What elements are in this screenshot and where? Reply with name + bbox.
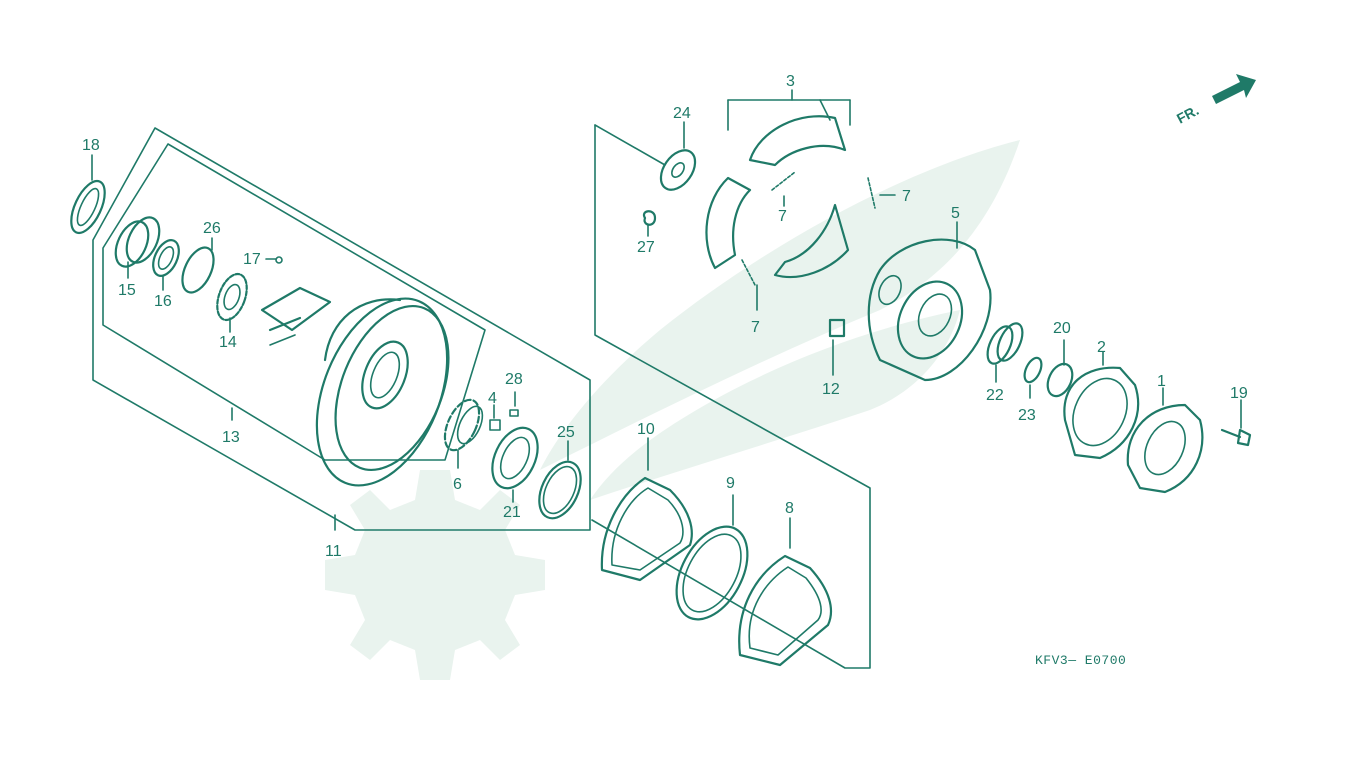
part-9-gasket bbox=[675, 494, 749, 621]
part-26-snap-ring bbox=[181, 237, 215, 294]
callout-15: 15 bbox=[118, 282, 136, 299]
part-12-nut bbox=[828, 318, 846, 376]
part-5-drive-plate bbox=[867, 221, 992, 382]
part-27-clip bbox=[642, 210, 657, 237]
part-2-gasket bbox=[1063, 351, 1140, 460]
callout-19: 19 bbox=[1230, 385, 1248, 402]
part-16-bearing bbox=[152, 239, 180, 291]
callout-24: 24 bbox=[673, 105, 691, 122]
part-20-nut bbox=[1046, 339, 1074, 398]
part-8-gasket bbox=[738, 517, 832, 667]
callout-8: 8 bbox=[785, 500, 794, 517]
callout-23: 23 bbox=[1018, 407, 1036, 424]
part-24-washer bbox=[659, 121, 697, 191]
callout-27: 27 bbox=[637, 239, 655, 256]
part-17-pin bbox=[265, 256, 283, 264]
callout-2: 2 bbox=[1097, 339, 1106, 356]
part-22-collar bbox=[986, 322, 1024, 383]
callout-20: 20 bbox=[1053, 320, 1071, 337]
part-25-snap-ring bbox=[538, 440, 582, 520]
callout-13: 13 bbox=[222, 429, 240, 446]
callout-7-center: 7 bbox=[778, 208, 787, 225]
part-15-bearing bbox=[114, 216, 161, 279]
part-6-one-way-clutch bbox=[443, 398, 484, 469]
callout-5: 5 bbox=[951, 205, 960, 222]
callout-9: 9 bbox=[726, 475, 735, 492]
callout-26: 26 bbox=[203, 220, 221, 237]
part-14-gear bbox=[216, 272, 248, 333]
callout-17: 17 bbox=[243, 251, 261, 268]
callout-10: 10 bbox=[637, 421, 655, 438]
callout-4: 4 bbox=[488, 390, 497, 407]
diagram-reference-code: KFV3— E0700 bbox=[1035, 653, 1126, 668]
callout-1: 1 bbox=[1157, 373, 1166, 390]
callout-labels: 1 2 3 4 5 6 7 7 7 8 9 10 11 12 13 14 15 … bbox=[82, 73, 1248, 560]
part-4-spring bbox=[489, 404, 501, 431]
part-19-bolt bbox=[1220, 399, 1252, 447]
part-21-side-plate bbox=[491, 426, 539, 503]
callout-16: 16 bbox=[154, 293, 172, 310]
part-1-cover bbox=[1126, 387, 1204, 494]
callout-6: 6 bbox=[453, 476, 462, 493]
part-28-pin bbox=[509, 391, 519, 417]
part-18-washer bbox=[70, 154, 106, 235]
callout-7-right: 7 bbox=[902, 188, 911, 205]
callout-28: 28 bbox=[505, 371, 523, 388]
callout-3: 3 bbox=[786, 73, 795, 90]
part-23-washer bbox=[1023, 356, 1043, 399]
callout-14: 14 bbox=[219, 334, 237, 351]
front-direction-arrow: FR. bbox=[1174, 74, 1256, 127]
callout-7-lower: 7 bbox=[751, 319, 760, 336]
front-direction-label: FR. bbox=[1174, 102, 1201, 127]
assembly-outline-11 bbox=[92, 127, 591, 531]
callout-21: 21 bbox=[503, 504, 521, 521]
part-10-gasket bbox=[600, 437, 693, 582]
watermark-logo bbox=[325, 140, 1020, 680]
callout-22: 22 bbox=[986, 387, 1004, 404]
callout-11: 11 bbox=[325, 543, 342, 560]
callout-12: 12 bbox=[822, 381, 840, 398]
part-3-clutch-shoes bbox=[705, 115, 896, 311]
part-13-clutch-outer bbox=[260, 286, 450, 487]
callout-25: 25 bbox=[557, 424, 575, 441]
assembly-outline-clutch bbox=[591, 89, 871, 669]
callout-18: 18 bbox=[82, 137, 100, 154]
